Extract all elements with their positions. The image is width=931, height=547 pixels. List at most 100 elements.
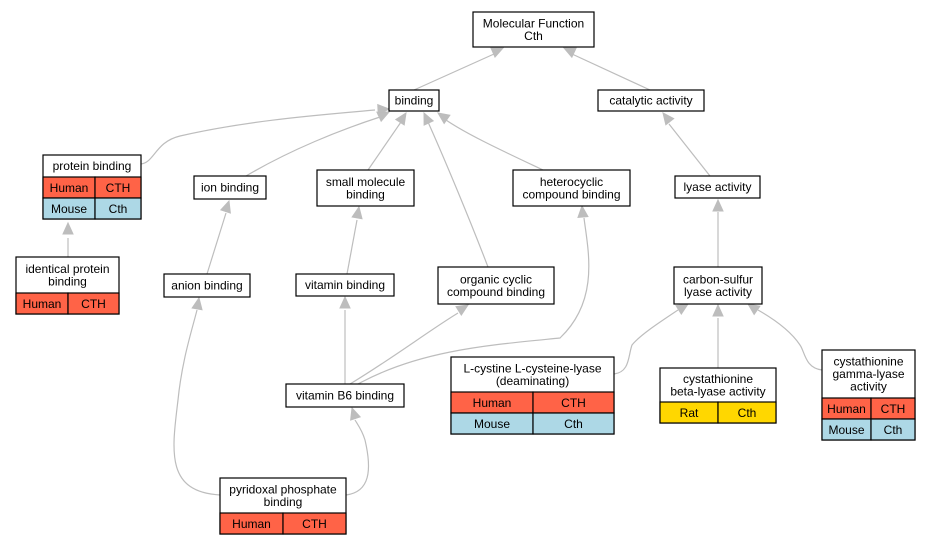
node-box — [295, 273, 395, 297]
node-label-line: identical protein — [25, 262, 109, 276]
node-vitamin-b6-binding[interactable]: vitamin B6 binding — [285, 383, 405, 408]
node-label-line: anion binding — [171, 279, 242, 293]
gene-label: CTH — [302, 517, 327, 531]
node-label-line: vitamin B6 binding — [296, 389, 394, 403]
edge-lyase-activity-to-catalytic-activity — [662, 112, 711, 177]
node-label-line: activity — [850, 380, 887, 394]
node-label-line: beta-lyase activity — [670, 384, 765, 398]
edge-catalytic-activity-to-molecular-function — [562, 47, 651, 91]
node-box — [193, 175, 267, 200]
node-label-line: ion binding — [201, 181, 259, 195]
edge-line — [613, 309, 679, 375]
node-label-line: cystathionine — [833, 355, 903, 369]
annotation-row: Human CTH — [821, 397, 916, 420]
edge-line — [173, 309, 221, 496]
gene-cell — [282, 512, 347, 535]
node-label-line: L-cystine L-cysteine-lyase — [463, 361, 601, 375]
edge-arrowhead — [712, 303, 724, 317]
species-label: Rat — [680, 406, 699, 420]
edge-arrowhead — [437, 112, 451, 125]
edge-line — [445, 119, 544, 171]
edge-arrowhead — [351, 205, 363, 220]
edge-arrowhead — [219, 199, 231, 214]
edge-line — [668, 123, 711, 177]
gene-label: CTH — [106, 181, 131, 195]
node-lyase-activity[interactable]: lyase activity — [674, 175, 761, 199]
edge-line — [427, 121, 489, 268]
node-label-line: lyase activity — [683, 180, 751, 194]
edge-pyridoxal-phosphate-binding-to-anion-binding — [173, 296, 221, 496]
node-label-line: lyase activity — [684, 285, 752, 299]
edge-protein-binding-to-binding — [140, 103, 391, 165]
edge-binding-to-molecular-function — [413, 47, 505, 91]
node-label-line: binding — [395, 94, 434, 108]
node-box — [674, 175, 761, 199]
species-label: Human — [50, 181, 89, 195]
edge-cystathionine-beta-lyase-activity-to-carbon-sulfur-lyase-activity — [712, 303, 724, 368]
edge-identical-protein-binding-to-protein-binding — [62, 221, 74, 257]
node-box — [163, 273, 251, 298]
gene-cell — [870, 418, 916, 441]
annotation-row: Human CTH — [42, 176, 142, 199]
node-label-line: compound binding — [522, 187, 620, 201]
edges-layer — [62, 47, 823, 496]
node-ion-binding[interactable]: ion binding — [193, 175, 267, 200]
node-binding[interactable]: binding — [388, 89, 440, 112]
edge-line — [245, 116, 381, 177]
edge-arrowhead — [675, 303, 690, 315]
edge-vitamin-binding-to-small-molecule-binding — [346, 205, 363, 275]
node-catalytic-activity[interactable]: catalytic activity — [597, 89, 705, 112]
node-vitamin-binding[interactable]: vitamin binding — [295, 273, 395, 297]
gene-cell — [717, 401, 777, 424]
gene-label: CTH — [881, 402, 906, 416]
node-label-line: organic cyclic — [460, 272, 532, 286]
edge-ion-binding-to-binding — [245, 111, 391, 177]
edge-cystathionine-gamma-lyase-activity-to-carbon-sulfur-lyase-activity — [747, 303, 823, 371]
node-l-cystine-l-cysteine-lyase[interactable]: L-cystine L-cysteine-lyase(deaminating)H… — [450, 356, 615, 435]
node-box — [472, 11, 595, 48]
edge-arrowhead — [339, 295, 351, 309]
gene-label: CTH — [81, 297, 106, 311]
node-label-line: compound binding — [447, 285, 545, 299]
edge-arrowhead — [712, 198, 724, 212]
gene-cell — [67, 292, 120, 315]
gene-label: Cth — [109, 202, 128, 216]
edge-arrowhead — [662, 112, 675, 126]
node-box — [437, 266, 555, 305]
node-label-line: Cth — [524, 29, 543, 43]
species-label: Mouse — [474, 417, 510, 431]
edge-vitamin-b6-binding-to-vitamin-binding — [339, 295, 351, 384]
gene-label: CTH — [561, 396, 586, 410]
node-label-line: heterocyclic — [540, 175, 603, 189]
edge-arrowhead — [394, 111, 407, 126]
species-label: Human — [23, 297, 62, 311]
gene-cell — [94, 197, 142, 220]
edge-arrowhead — [562, 47, 577, 59]
node-label-line: pyridoxal phosphate — [229, 482, 337, 496]
edge-arrowhead — [423, 111, 435, 126]
species-label: Human — [827, 402, 866, 416]
node-box — [512, 169, 631, 207]
edge-line — [140, 109, 376, 165]
edge-vitamin-b6-binding-to-organic-cyclic-compound-binding — [349, 304, 470, 385]
edge-line — [206, 212, 227, 275]
edge-small-molecule-binding-to-binding — [367, 111, 407, 171]
node-label-line: vitamin binding — [305, 278, 385, 292]
node-box — [285, 383, 405, 408]
species-label: Mouse — [51, 202, 87, 216]
node-anion-binding[interactable]: anion binding — [163, 273, 251, 298]
edge-arrowhead — [191, 296, 203, 311]
node-label-line: binding — [48, 274, 87, 288]
